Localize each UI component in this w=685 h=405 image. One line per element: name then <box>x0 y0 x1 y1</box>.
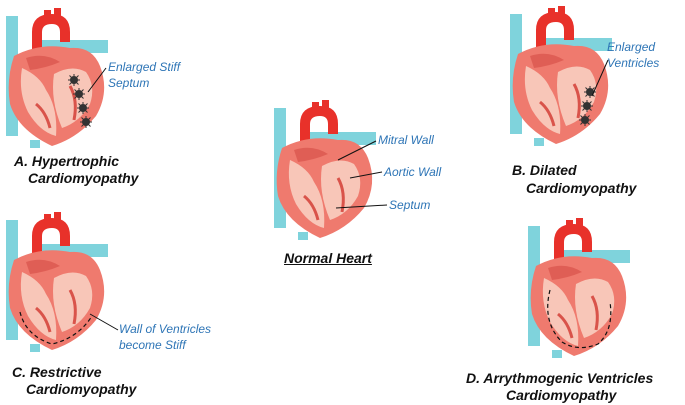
panel-c-label-line2: become Stiff <box>119 338 186 353</box>
panel-b-label-line2: Ventricles <box>607 56 659 71</box>
panel-c-label-line1: Wall of Ventricles <box>119 322 211 337</box>
panel-b-title-line2: Cardiomyopathy <box>526 180 636 197</box>
panel-a-title-line1: A. Hypertrophic <box>14 153 119 170</box>
normal-heart-title: Normal Heart <box>284 250 372 267</box>
heart-arrhythmogenic-illustration <box>522 218 637 360</box>
heart-hypertrophic-illustration <box>0 8 115 150</box>
label-septum: Septum <box>389 198 430 213</box>
panel-c-title-line1: C. Restrictive <box>12 364 101 381</box>
panel-d-title-line2: Cardiomyopathy <box>506 387 616 404</box>
label-aortic-wall: Aortic Wall <box>384 165 441 180</box>
panel-d-title-line1: D. Arrythmogenic Ventricles <box>466 370 653 387</box>
heart-restrictive-illustration <box>0 212 115 354</box>
panel-a-label-line1: Enlarged Stiff <box>108 60 180 75</box>
panel-a-label-line2: Septum <box>108 76 149 91</box>
panel-a-title-line2: Cardiomyopathy <box>28 170 138 187</box>
panel-b-title-line1: B. Dilated <box>512 162 577 179</box>
heart-normal-illustration <box>268 100 383 242</box>
heart-dilated-illustration <box>504 6 619 148</box>
label-mitral-wall: Mitral Wall <box>378 133 434 148</box>
panel-c-title-line2: Cardiomyopathy <box>26 381 136 398</box>
panel-b-label-line1: Enlarged <box>607 40 655 55</box>
